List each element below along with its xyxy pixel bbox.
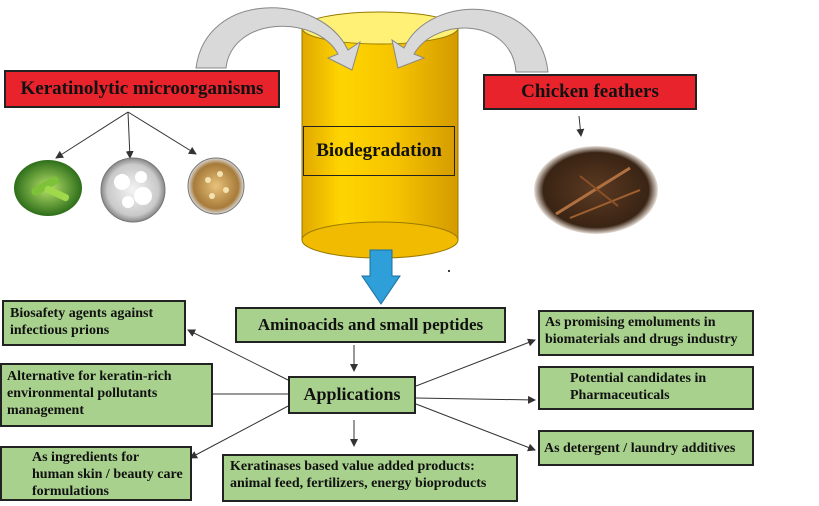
application-biomaterials-box: As promising emoluments in biomaterials … <box>538 310 754 356</box>
aminoacids-box: Aminoacids and small peptides <box>235 307 506 343</box>
application-pollutants-text: Alternative for keratin-rich environment… <box>7 369 172 418</box>
chicken-feathers-image <box>534 146 658 234</box>
application-products-line2: animal feed, fertilizers, energy bioprod… <box>230 475 487 491</box>
biodegradation-label-box: Biodegradation <box>303 126 455 176</box>
biodegradation-label: Biodegradation <box>316 139 442 161</box>
application-products-box: Keratinases based value added products: … <box>222 454 518 502</box>
keratinolytic-microorganisms-box: Keratinolytic microorganisms <box>4 70 280 108</box>
application-prions-box: Biosafety agents against infectious prio… <box>2 300 186 346</box>
keratinolytic-microorganisms-label: Keratinolytic microorganisms <box>20 77 264 99</box>
application-products-line1: Keratinases based value added products: <box>230 459 475 474</box>
application-cosmetics-text: As ingredients for human skin / beauty c… <box>32 450 183 499</box>
blue-down-arrow <box>361 249 401 305</box>
application-pharma-box: Potential candidates in Pharmaceuticals <box>538 366 754 410</box>
aminoacids-label: Aminoacids and small peptides <box>257 314 484 334</box>
curved-arrow-right <box>391 8 549 73</box>
application-pollutants-box: Alternative for keratin-rich environment… <box>0 363 213 427</box>
application-detergent-box: As detergent / laundry additives <box>538 430 754 466</box>
application-prions-text: Biosafety agents against infectious prio… <box>10 306 154 338</box>
curved-arrow-left <box>195 7 361 71</box>
bacteria-image <box>14 160 82 216</box>
petri-dish-white-colonies <box>100 157 166 223</box>
application-cosmetics-box: As ingredients for human skin / beauty c… <box>0 446 192 501</box>
petri-dish-yellow-colonies <box>187 157 245 215</box>
application-pharma-text: Potential candidates in Pharmaceuticals <box>570 371 707 403</box>
bioreactor-cylinder <box>301 11 459 259</box>
applications-label: Applications <box>303 384 401 405</box>
chicken-feathers-label: Chicken feathers <box>521 80 659 102</box>
application-detergent-text: As detergent / laundry additives <box>544 441 736 456</box>
application-biomaterials-text: As promising emoluments in biomaterials … <box>545 315 738 347</box>
chicken-feathers-box: Chicken feathers <box>483 74 697 110</box>
applications-box: Applications <box>288 376 416 414</box>
